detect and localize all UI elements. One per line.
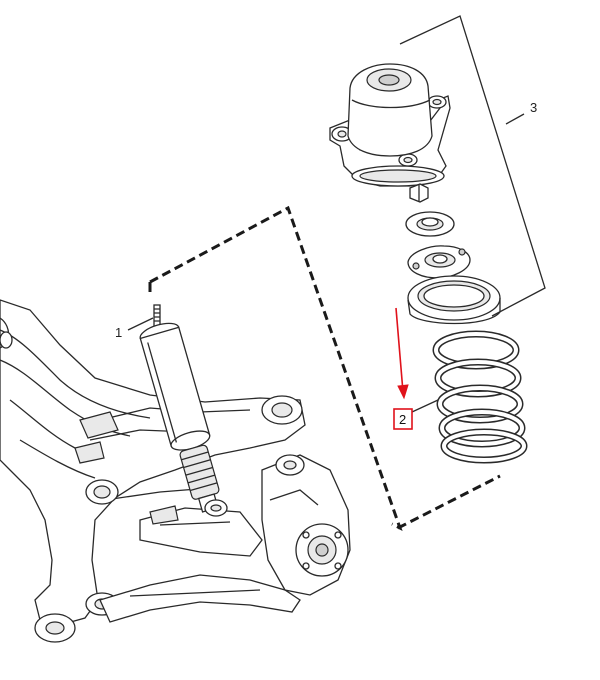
shock-absorber <box>139 304 228 517</box>
callout-3-leader <box>505 113 525 125</box>
spring-seat-plate <box>407 245 471 279</box>
mount-nut <box>409 183 429 203</box>
callout-2-highlight-box <box>393 408 413 430</box>
callout-3-label: 3 <box>530 100 537 115</box>
group-3-bracket <box>399 15 546 317</box>
shock-top-stud <box>153 304 161 328</box>
callout-2-leader <box>411 399 439 413</box>
callout-2-arrow-shaft <box>395 307 404 393</box>
callout-2-label: 2 <box>399 412 406 427</box>
callout-1: 1 <box>115 317 154 340</box>
callout-3: 3 <box>505 100 537 125</box>
coil-spring <box>432 330 528 464</box>
upper-spring-insulator <box>407 275 501 325</box>
callout-1-label: 1 <box>115 325 122 340</box>
mount-washer <box>405 211 455 237</box>
rear-subframe <box>0 299 306 643</box>
top-strut-mount <box>329 63 451 187</box>
callout-2: 2 <box>393 307 439 430</box>
exploded-view-bracket <box>148 205 501 531</box>
callout-1-leader <box>127 317 154 331</box>
wheel-hub-knuckle <box>261 454 351 596</box>
arrow-down-icon <box>397 384 409 400</box>
